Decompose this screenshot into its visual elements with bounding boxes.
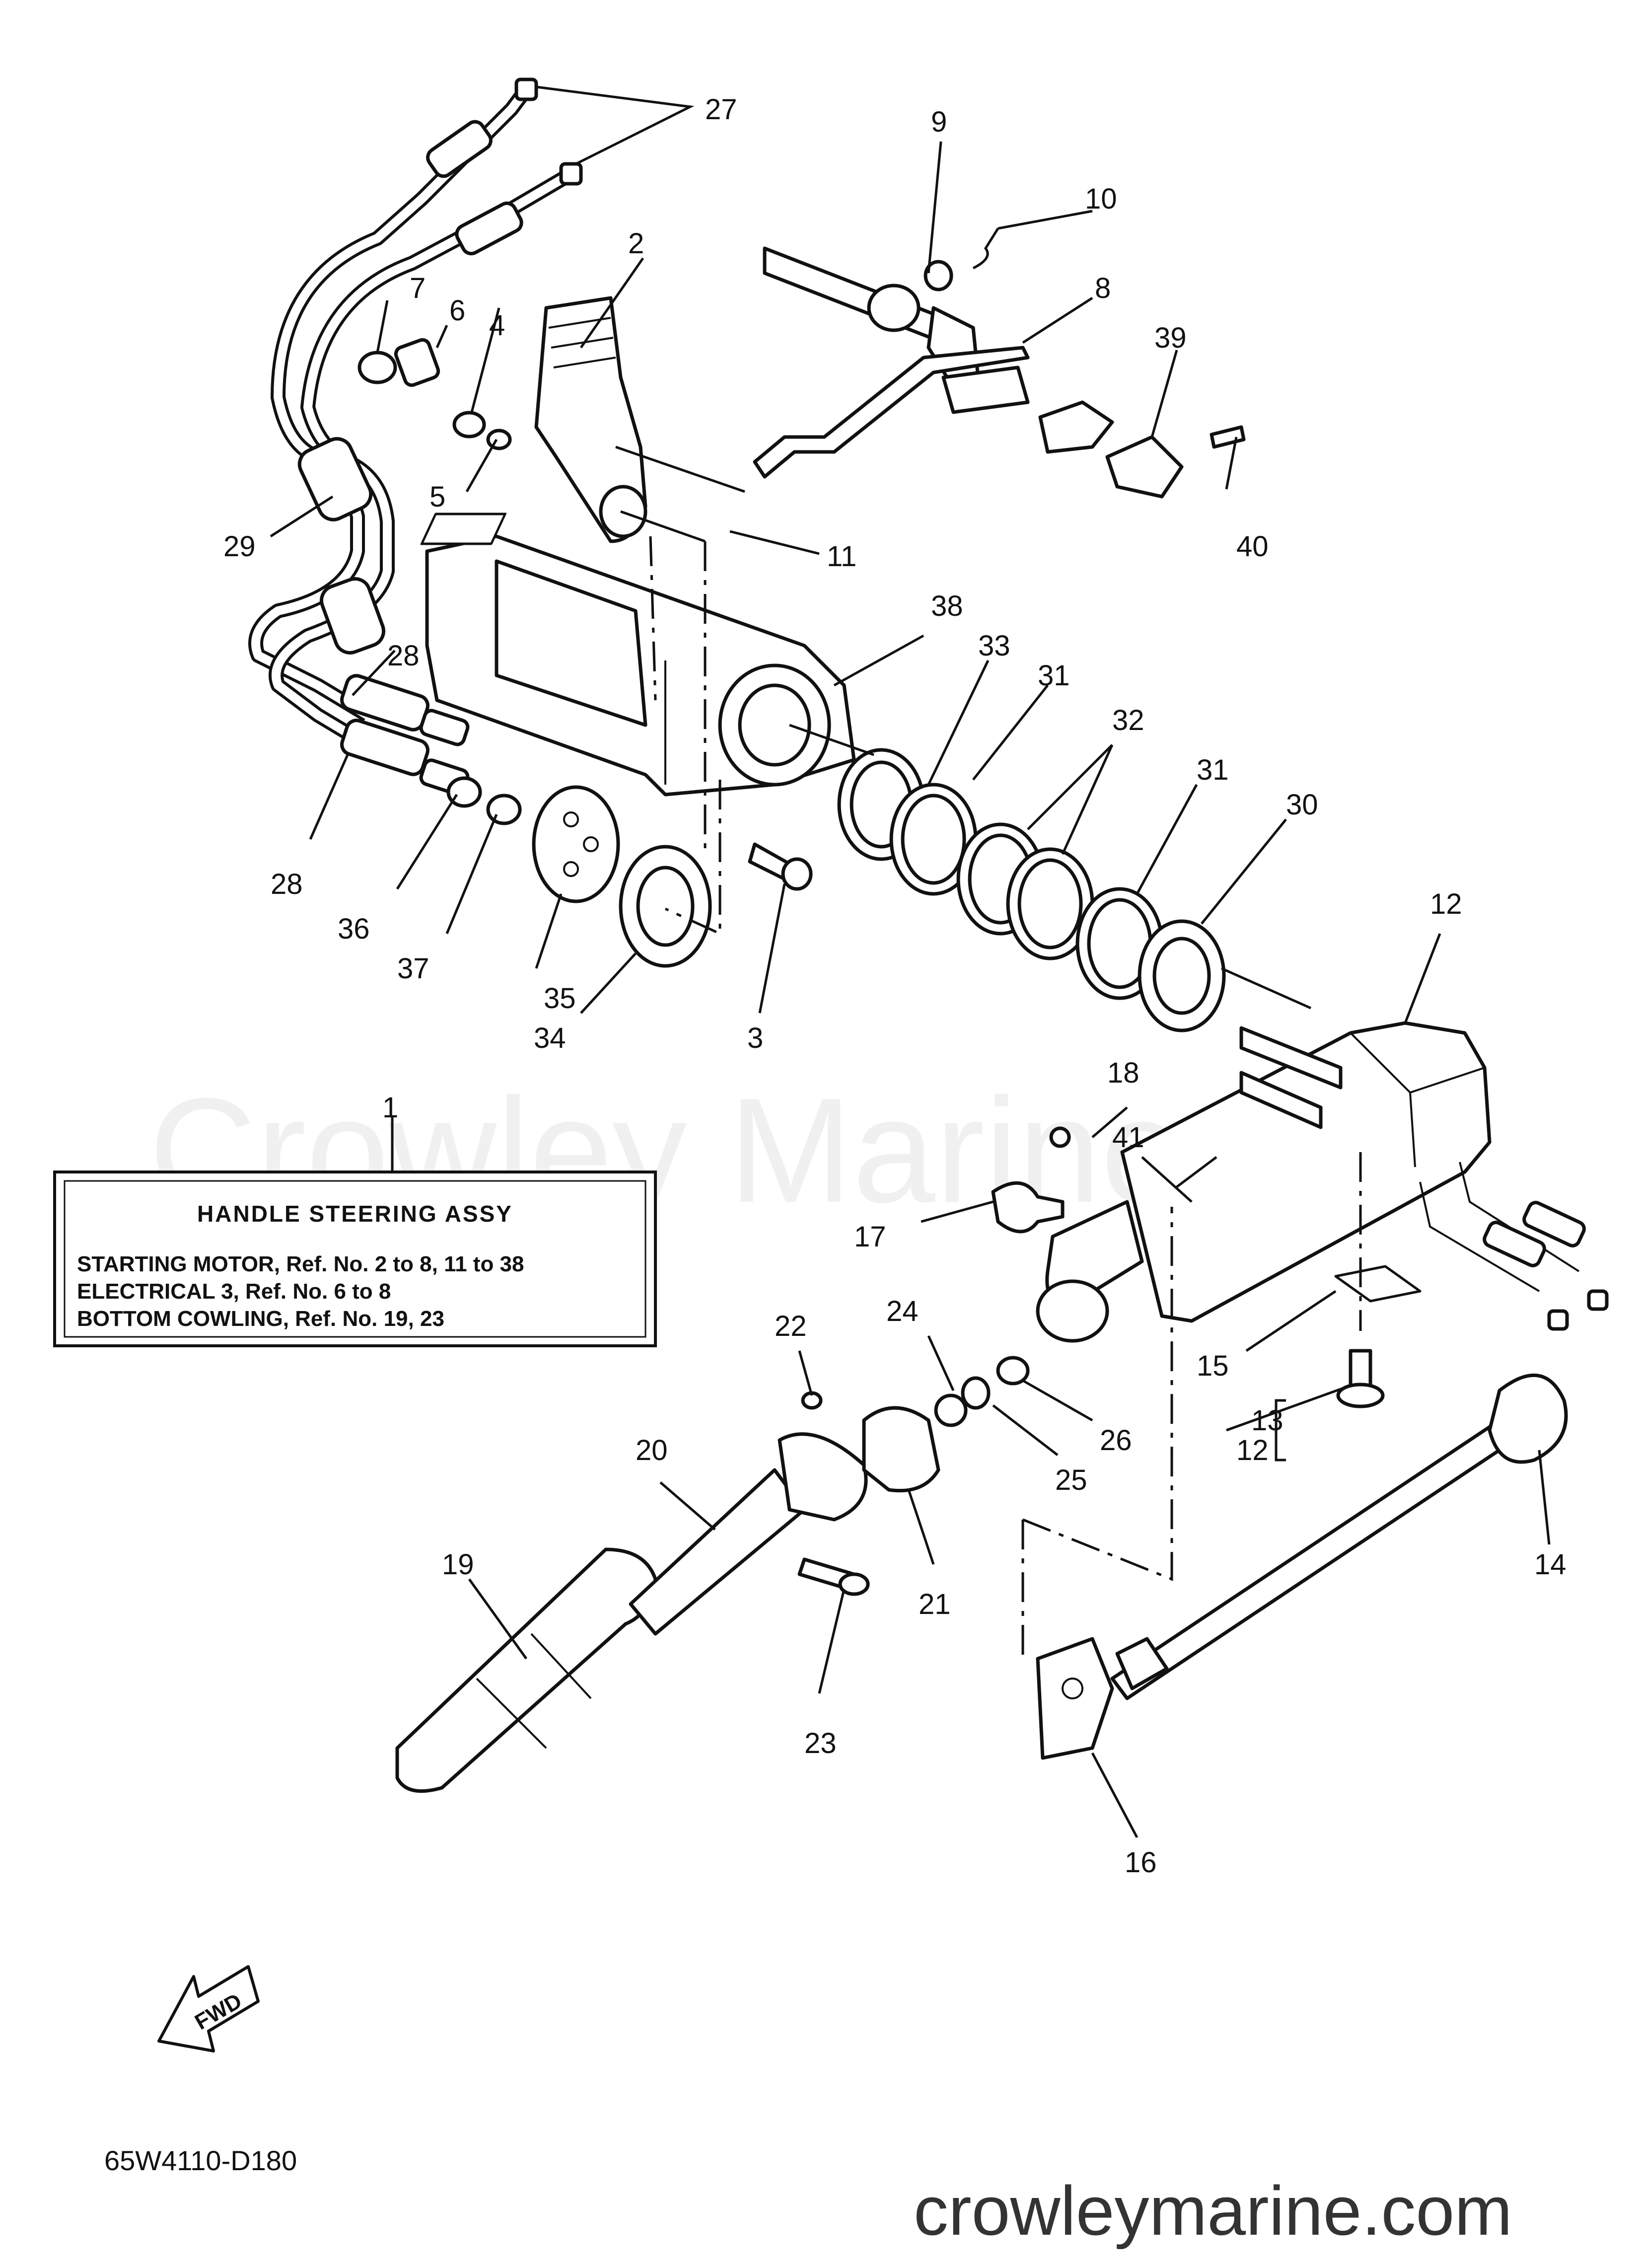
info-box-title: HANDLE STEERING ASSY	[197, 1201, 513, 1227]
info-box: HANDLE STEERING ASSY STARTING MOTOR, Ref…	[53, 1171, 657, 1347]
throttle-grip	[395, 1356, 1030, 1793]
callout-9: 9	[931, 106, 947, 138]
stop-switch	[1036, 1637, 1114, 1760]
tiller-arm	[1036, 1021, 1609, 1343]
callout-4: 4	[489, 309, 505, 342]
info-box-line-1: STARTING MOTOR, Ref. No. 2 to 8, 11 to 3…	[77, 1252, 524, 1276]
callout-33: 33	[978, 630, 1010, 662]
callout-34: 34	[534, 1022, 566, 1054]
callout-10: 10	[1085, 183, 1117, 215]
friction-plate-parts	[446, 776, 813, 968]
callout-24: 24	[886, 1295, 919, 1327]
callout-19: 19	[442, 1548, 474, 1581]
callout-17: 17	[854, 1221, 886, 1253]
steering-bracket	[425, 534, 856, 797]
callout-14: 14	[1534, 1548, 1567, 1581]
callout-15: 15	[1197, 1350, 1229, 1382]
callout-2: 2	[628, 227, 644, 260]
callout-12a: 12	[1430, 888, 1462, 920]
callout-23: 23	[804, 1727, 837, 1759]
callout-31a: 31	[1038, 659, 1070, 692]
callout-36: 36	[338, 913, 370, 945]
callout-29: 29	[223, 530, 256, 563]
callout-35: 35	[544, 982, 576, 1015]
callout-20: 20	[636, 1434, 668, 1466]
callout-26: 26	[1100, 1424, 1132, 1457]
callout-5: 5	[429, 481, 445, 513]
leader-lines	[270, 85, 1551, 1838]
plate-and-screws	[1110, 1265, 1568, 1700]
callout-3: 3	[747, 1022, 763, 1054]
callout-18: 18	[1107, 1057, 1140, 1089]
shift-rod-assembly	[753, 227, 1246, 499]
info-box-line-2: ELECTRICAL 3, Ref. No. 6 to 8	[77, 1279, 391, 1304]
callout-28b: 28	[271, 868, 303, 900]
callout-7: 7	[410, 272, 426, 304]
callout-13: 13	[1251, 1404, 1284, 1437]
callout-8: 8	[1095, 272, 1111, 304]
callout-1: 1	[382, 1092, 398, 1124]
ref-bracket	[1275, 1399, 1286, 1462]
callout-16: 16	[1125, 1846, 1157, 1879]
callout-22: 22	[775, 1310, 807, 1342]
callout-38: 38	[931, 590, 963, 622]
callout-32: 32	[1112, 704, 1144, 736]
callout-labels: 1 2 3 4 5 6 7 8 9 10 11 12 12 13 14 15 1…	[223, 93, 1567, 1879]
info-box-line-3: BOTTOM COWLING, Ref. No. 19, 23	[77, 1307, 444, 1331]
friction-screw-parts	[991, 1126, 1217, 1234]
callout-37: 37	[397, 952, 429, 985]
callout-12b: 12	[1236, 1434, 1269, 1466]
small-fasteners-top	[357, 338, 512, 450]
callout-27: 27	[705, 93, 737, 126]
assembly-lines	[615, 445, 1362, 1659]
callout-28a: 28	[387, 640, 420, 672]
throttle-cables	[248, 77, 583, 796]
washer-stack	[837, 748, 1226, 1032]
callout-30: 30	[1286, 789, 1318, 821]
callout-11: 11	[827, 540, 857, 573]
callout-6: 6	[449, 294, 465, 327]
callout-39: 39	[1154, 322, 1187, 354]
callout-41: 41	[1112, 1121, 1144, 1154]
callout-21: 21	[919, 1588, 951, 1620]
diagram-code: 65W4110-D180	[104, 2145, 297, 2176]
callout-31b: 31	[1197, 754, 1229, 786]
callout-40: 40	[1236, 530, 1269, 563]
callout-25: 25	[1055, 1464, 1087, 1496]
website-text: crowleymarine.com	[914, 2172, 1512, 2250]
fwd-arrow: FWD	[157, 1965, 260, 2052]
